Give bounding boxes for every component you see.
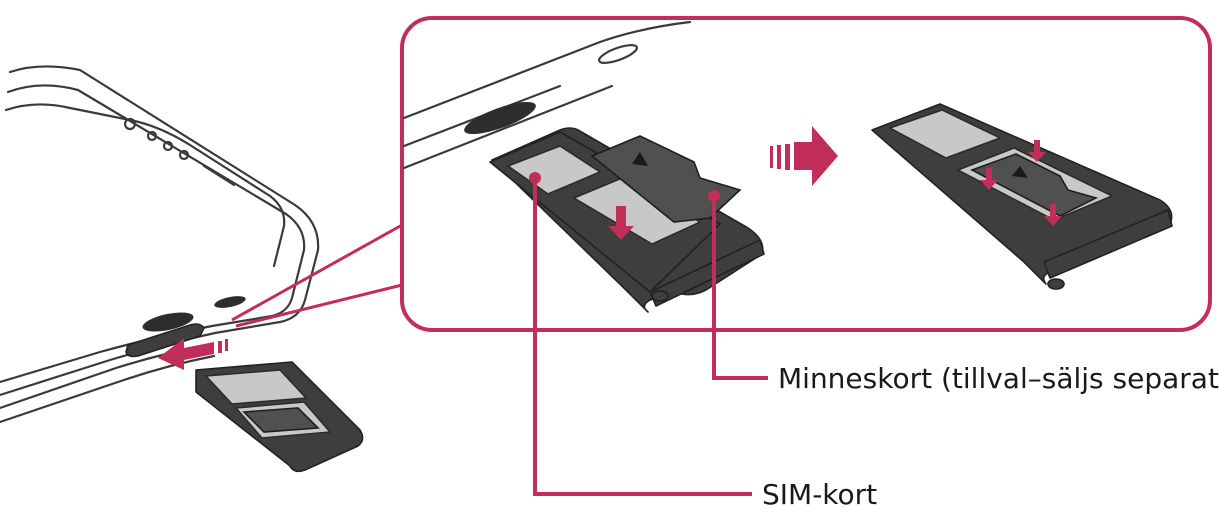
zoom-box	[400, 16, 1212, 332]
arrow-left-icon	[158, 338, 228, 370]
callout-sim-leader	[529, 172, 752, 496]
sim-tray-large	[489, 127, 765, 313]
zoom-leader	[231, 223, 403, 328]
sim-tray-filled	[871, 103, 1173, 290]
sim-card-label: SIM-kort	[762, 478, 877, 511]
phone-illustration	[0, 65, 320, 424]
arrow-right-icon	[770, 126, 838, 186]
sim-tray-small	[195, 361, 364, 473]
memory-card-graphic	[590, 135, 742, 223]
callout-memory-leader	[708, 190, 768, 380]
arrow-down-small-icon	[980, 140, 1062, 226]
memory-card-label: Minneskort (tillval–säljs separat)	[778, 362, 1220, 395]
arrow-down-icon	[608, 206, 634, 240]
